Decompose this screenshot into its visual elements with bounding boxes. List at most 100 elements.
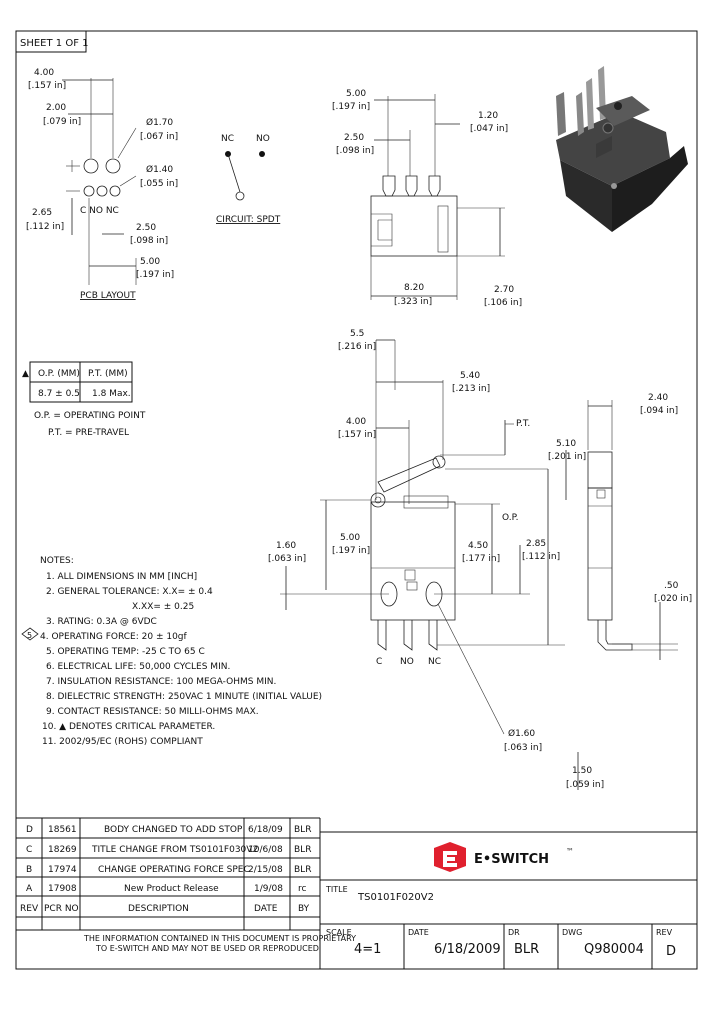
end-view: 2.40 [.094 in] 5.10 [.201 in] .50 [.020 …: [548, 393, 692, 790]
logo-trademark: ™: [566, 847, 574, 856]
circuit-nc: NC: [221, 134, 234, 144]
front-dim-2-in: [.098 in]: [336, 146, 374, 156]
rev-header-by: BY: [298, 904, 310, 914]
side-dim-2: 5.40: [460, 371, 480, 381]
sheet-label-box: [15, 30, 87, 53]
op-pt-table: ▲ O.P. (MM) P.T. (MM) 8.7 ± 0.5 1.8 Max.…: [22, 361, 146, 438]
scale-value: 4=1: [354, 942, 381, 957]
end-dim-1: 2.40: [648, 393, 668, 403]
revision-table: D 18561 BODY CHANGED TO ADD STOP 6/18/09…: [16, 817, 356, 969]
notes-title: NOTES:: [40, 556, 74, 566]
front-dim-5: 2.70: [494, 285, 514, 295]
switch-3d-render: [556, 66, 688, 232]
rev-header-desc: DESCRIPTION: [128, 904, 189, 914]
rev-row-3-by: BLR: [294, 865, 311, 875]
rev-value: D: [666, 944, 676, 959]
rev-header-date: DATE: [254, 904, 278, 914]
note-10: 10. ▲ DENOTES CRITICAL PARAMETER.: [42, 722, 215, 732]
circuit-title: CIRCUIT: SPDT: [216, 215, 281, 225]
scale-label: SCALE: [326, 928, 352, 937]
rev-row-4-desc: New Product Release: [124, 884, 219, 894]
end-dim-1-in: [.094 in]: [640, 406, 678, 416]
front-dim-4-in: [.323 in]: [394, 297, 432, 307]
pcb-dim-2: 2.00: [46, 103, 66, 113]
circuit-no: NO: [256, 134, 270, 144]
end-dim-4: 1.50: [572, 766, 592, 776]
title-block: E•SWITCH ™ TITLE TS0101F020V2 SCALE 4=1 …: [320, 831, 697, 969]
end-dim-3-in: [.020 in]: [654, 594, 692, 604]
pcb-pin-labels: C NO NC: [80, 206, 119, 216]
note-9: 9. CONTACT RESISTANCE: 50 MILLI-OHMS MAX…: [46, 707, 259, 717]
side-dim-1-in: [.216 in]: [338, 342, 376, 352]
side-dim-6: 4.50: [468, 541, 488, 551]
rev-row-2-pcr: 18269: [48, 845, 77, 855]
end-dim-3: .50: [664, 581, 679, 591]
sheet-border: [15, 30, 698, 970]
side-dim-7: 2.85: [526, 539, 546, 549]
pcb-dim-4-in: [.098 in]: [130, 236, 168, 246]
rev-row-4-date: 1/9/08: [254, 884, 283, 894]
rev-row-3-desc: CHANGE OPERATING FORCE SPEC: [98, 865, 250, 875]
pcb-hole-1: Ø1.70: [146, 117, 173, 128]
rev-row-4-by: rc: [298, 884, 307, 894]
rev-row-1-desc: BODY CHANGED TO ADD STOP: [104, 825, 243, 835]
disclaimer-2: TO E-SWITCH AND MAY NOT BE USED OR REPRO…: [95, 944, 319, 953]
side-pt: P.T.: [516, 419, 530, 429]
title-value: TS0101F020V2: [357, 892, 434, 903]
dwg-value: Q980004: [584, 942, 644, 957]
side-hole-in: [.063 in]: [504, 743, 542, 753]
front-view: 5.00 [.197 in] 2.50 [.098 in] 1.20 [.047…: [332, 89, 522, 308]
note-5: 5. OPERATING TEMP: -25 C TO 65 C: [46, 647, 205, 657]
rev-row-3-pcr: 17974: [48, 865, 77, 875]
circuit-diagram: NC NO CIRCUIT: SPDT: [216, 134, 281, 225]
side-hole: Ø1.60: [508, 728, 535, 739]
side-pin-nc: NC: [428, 657, 441, 667]
title-label: TITLE: [325, 885, 348, 894]
date-value: 6/18/2009: [434, 942, 501, 957]
pcb-dim-4: 2.50: [136, 223, 156, 233]
note-8: 8. DIELECTRIC STRENGTH: 250VAC 1 MINUTE …: [46, 692, 322, 702]
front-dim-1: 5.00: [346, 89, 366, 99]
pcb-dim-1: 4.00: [34, 68, 54, 78]
eswitch-logo: E•SWITCH ™: [434, 842, 574, 872]
rev-row-2-by: BLR: [294, 845, 311, 855]
note-11: 11. 2002/95/EC (ROHS) COMPLIANT: [42, 737, 203, 747]
side-dim-4-in: [.063 in]: [268, 554, 306, 564]
notes: NOTES: 1. ALL DIMENSIONS IN MM [INCH] 2.…: [21, 556, 322, 747]
side-dim-2-in: [.213 in]: [452, 384, 490, 394]
rev-row-2-rev: C: [26, 845, 32, 855]
note-2b: X.XX= ± 0.25: [132, 602, 194, 612]
date-label: DATE: [408, 928, 429, 937]
pcb-dim-3: 2.65: [32, 208, 52, 218]
rev-header-pcr: PCR NO: [44, 904, 79, 914]
logo-text: E•SWITCH: [474, 852, 549, 867]
op-header: O.P. (MM): [38, 369, 80, 379]
front-dim-4: 8.20: [404, 283, 424, 293]
pcb-title: PCB LAYOUT: [80, 291, 136, 301]
end-dim-2: 5.10: [556, 439, 576, 449]
note-7: 7. INSULATION RESISTANCE: 100 MEGA-OHMS …: [46, 677, 276, 687]
disclaimer-1: THE INFORMATION CONTAINED IN THIS DOCUME…: [83, 934, 356, 943]
rev-row-1-rev: D: [26, 825, 33, 835]
dr-value: BLR: [514, 942, 539, 957]
side-dim-5-in: [.197 in]: [332, 546, 370, 556]
side-op: O.P.: [502, 513, 518, 523]
pcb-hole-2-in: [.055 in]: [140, 179, 178, 189]
end-dim-2-in: [.201 in]: [548, 452, 586, 462]
front-dim-1-in: [.197 in]: [332, 102, 370, 112]
pcb-dim-1-in: [.157 in]: [28, 81, 66, 91]
pcb-dim-5-in: [.197 in]: [136, 270, 174, 280]
dr-label: DR: [508, 928, 520, 937]
rev-header-rev: REV: [20, 904, 39, 914]
rev-row-3-rev: B: [26, 865, 32, 875]
side-dim-3-in: [.157 in]: [338, 430, 376, 440]
side-dim-5: 5.00: [340, 533, 360, 543]
end-dim-4-in: [.059 in]: [566, 780, 604, 790]
note-2: 2. GENERAL TOLERANCE: X.X= ± 0.4: [46, 587, 213, 597]
side-dim-3: 4.00: [346, 417, 366, 427]
side-view: 5.5 [.216 in] 5.40 [.213 in] 4.00 [.157 …: [268, 329, 565, 753]
pt-header: P.T. (MM): [88, 369, 128, 379]
pcb-dim-5: 5.00: [140, 257, 160, 267]
op-value: 8.7 ± 0.5: [38, 389, 80, 399]
rev-label: REV: [656, 928, 673, 937]
